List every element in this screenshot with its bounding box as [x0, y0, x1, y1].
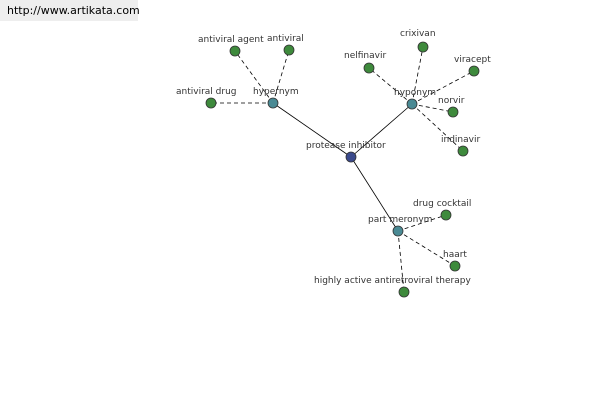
term-label-antiviral-drug: antiviral drug: [176, 87, 236, 97]
center-node-label: protease inhibitor: [306, 141, 386, 151]
term-node-nelfinavir[interactable]: [363, 62, 375, 74]
term-label-crixivan: crixivan: [400, 29, 436, 39]
relation-label-hypernym: hypernym: [253, 87, 299, 97]
graph-edges: [211, 46, 475, 293]
url-banner: http://www.artikata.com: [0, 0, 140, 21]
term-node-haart[interactable]: [449, 260, 461, 272]
term-node-indinavir[interactable]: [457, 145, 469, 157]
term-node-viracept[interactable]: [468, 65, 480, 77]
graph-nodes: [205, 41, 480, 298]
term-node-highly-active-antiretroviral-therapy[interactable]: [398, 286, 410, 298]
term-label-antiviral-agent: antiviral agent: [198, 35, 264, 45]
edge-hypernym-to-antiviral: [272, 49, 290, 104]
term-label-drug-cocktail: drug cocktail: [413, 199, 471, 209]
edge-part-meronym-to-drug-cocktail: [397, 214, 447, 232]
term-label-viracept: viracept: [454, 55, 491, 65]
edge-part-meronym-to-highly-active-antiretroviral-therapy: [397, 230, 405, 293]
relation-node-hyponym[interactable]: [406, 98, 418, 110]
term-label-highly-active-antiretroviral-therapy: highly active antiretroviral therapy: [314, 276, 471, 286]
term-label-indinavir: indinavir: [441, 135, 480, 145]
graph-labels: protease inhibitor hypernym antiviral agen…: [176, 29, 491, 286]
edge-hypernym-to-antiviral-agent: [234, 50, 274, 104]
center-node[interactable]: [345, 151, 357, 163]
edge-center-to-hypernym: [272, 102, 352, 158]
relation-label-part-meronym: part meronym: [368, 215, 432, 225]
edge-part-meronym-to-haart: [397, 230, 456, 267]
term-label-nelfinavir: nelfinavir: [344, 51, 386, 61]
relation-label-hyponym: hyponym: [394, 88, 436, 98]
edge-center-to-hyponym: [350, 103, 413, 158]
edge-hyponym-to-crixivan: [411, 46, 424, 105]
term-node-antiviral-agent[interactable]: [229, 45, 241, 57]
term-label-haart: haart: [443, 250, 467, 260]
term-node-drug-cocktail[interactable]: [440, 209, 452, 221]
term-label-antiviral: antiviral: [267, 34, 304, 44]
edge-hyponym-to-indinavir: [411, 103, 464, 152]
term-node-crixivan[interactable]: [417, 41, 429, 53]
edge-hyponym-to-nelfinavir: [368, 67, 413, 105]
term-label-norvir: norvir: [438, 96, 465, 106]
term-node-antiviral-drug[interactable]: [205, 97, 217, 109]
relation-node-part-meronym[interactable]: [392, 225, 404, 237]
edge-hyponym-to-viracept: [411, 70, 475, 105]
term-node-antiviral[interactable]: [283, 44, 295, 56]
site-url-link[interactable]: http://www.artikata.com: [7, 4, 140, 17]
term-node-norvir[interactable]: [447, 106, 459, 118]
edge-center-to-part-meronym: [350, 156, 399, 232]
relation-node-hypernym[interactable]: [267, 97, 279, 109]
